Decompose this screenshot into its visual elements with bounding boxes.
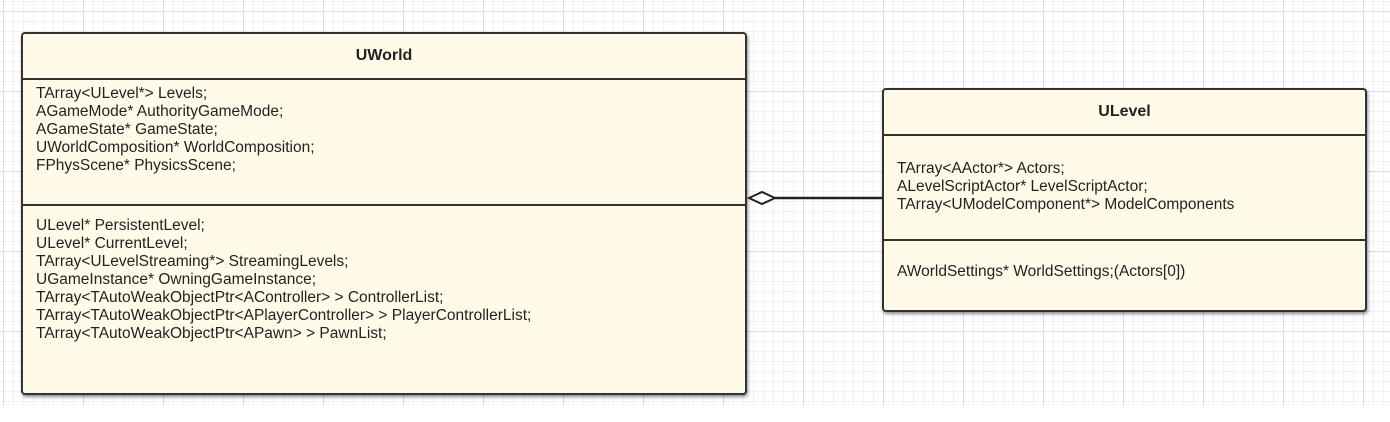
- uworld-member: ULevel* CurrentLevel;: [36, 235, 188, 252]
- uworld-member: AGameState* GameState;: [36, 121, 218, 138]
- uworld-member: UWorldComposition* WorldComposition;: [36, 139, 315, 156]
- aggregation-connector[interactable]: [0, 0, 1390, 406]
- uworld-member: TArray<TAutoWeakObjectPtr<APawn> > PawnL…: [36, 325, 387, 342]
- class-ulevel[interactable]: ULevel TArray<AActor*> Actors; ALevelScr…: [882, 88, 1367, 312]
- ulevel-member: TArray<UModelComponent*> ModelComponents: [897, 196, 1235, 213]
- ulevel-attributes-section: TArray<AActor*> Actors; ALevelScriptActo…: [884, 136, 1365, 239]
- uworld-member: TArray<TAutoWeakObjectPtr<AController> >…: [36, 289, 444, 306]
- uworld-member: TArray<ULevel*> Levels;: [36, 85, 208, 102]
- uworld-member: ULevel* PersistentLevel;: [36, 217, 205, 234]
- uworld-member: TArray<ULevelStreaming*> StreamingLevels…: [36, 253, 349, 270]
- uworld-attributes-section: TArray<ULevel*> Levels; AGameMode* Autho…: [23, 80, 745, 204]
- uworld-members-section: ULevel* PersistentLevel; ULevel* Current…: [23, 204, 745, 343]
- uworld-member: UGameInstance* OwningGameInstance;: [36, 271, 316, 288]
- aggregation-diamond-icon: [746, 190, 778, 206]
- class-title-ulevel: ULevel: [884, 90, 1365, 136]
- ulevel-members-section: AWorldSettings* WorldSettings;(Actors[0]…: [884, 239, 1365, 281]
- uworld-member: AGameMode* AuthorityGameMode;: [36, 103, 284, 120]
- ulevel-member: AWorldSettings* WorldSettings;(Actors[0]…: [897, 263, 1186, 280]
- ulevel-member: ALevelScriptActor* LevelScriptActor;: [897, 178, 1148, 195]
- class-title-uworld: UWorld: [23, 34, 745, 80]
- class-uworld[interactable]: UWorld TArray<ULevel*> Levels; AGameMode…: [21, 32, 747, 395]
- uworld-member: TArray<TAutoWeakObjectPtr<APlayerControl…: [36, 307, 532, 324]
- ulevel-member: TArray<AActor*> Actors;: [897, 160, 1065, 177]
- uworld-member: FPhysScene* PhysicsScene;: [36, 157, 236, 174]
- diagram-canvas: UWorld TArray<ULevel*> Levels; AGameMode…: [0, 0, 1390, 406]
